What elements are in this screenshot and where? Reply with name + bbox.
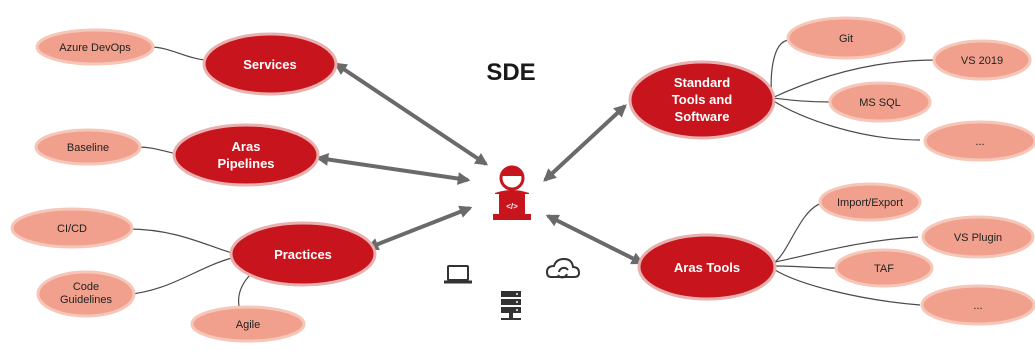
- arrow-pipelines-center: [315, 153, 471, 185]
- bidirectional-arrows: [315, 62, 645, 265]
- connector-cicd-practices: [127, 228, 233, 254]
- connector-lines: [121, 39, 936, 323]
- leaf-agile: Agile: [190, 305, 306, 343]
- hub-label: Services: [243, 57, 297, 72]
- laptop-icon: [444, 265, 472, 284]
- svg-text:</>: </>: [506, 202, 518, 211]
- hub-services: Services: [202, 32, 338, 96]
- connector-taf-arastools: [774, 265, 837, 269]
- hub-label: Practices: [274, 247, 332, 262]
- leaf-taf: TAF: [834, 248, 934, 288]
- arrow-center-arastools: [545, 214, 645, 265]
- leaf-azure-devops: Azure DevOps: [35, 28, 155, 66]
- arrow-services-center: [333, 62, 489, 166]
- leaf-label: VS Plugin: [954, 232, 1002, 244]
- leaf-label: MS SQL: [859, 97, 901, 109]
- hub-label-line: Standard: [674, 75, 730, 90]
- leaf-label: Baseline: [67, 142, 109, 154]
- server-icon: [501, 291, 521, 320]
- connector-git-tools: [770, 39, 791, 99]
- leaf-label: VS 2019: [961, 55, 1003, 67]
- developer-person-icon: </>: [493, 165, 531, 220]
- connector-import-arastools: [774, 202, 823, 263]
- leaf-label: TAF: [874, 263, 894, 275]
- cloud-sync-icon: [545, 257, 581, 279]
- diagram-title: SDE: [486, 59, 535, 86]
- leaf-ci-cd: CI/CD: [10, 207, 134, 249]
- connector-arastools-more: [774, 269, 921, 306]
- connector-baseline-pipelines: [137, 146, 179, 155]
- leaf-ms-sql: MS SQL: [828, 81, 932, 123]
- leaf-label-line: Code: [73, 281, 99, 293]
- connector-tools-more: [771, 99, 921, 141]
- connector-vs2019-tools: [771, 59, 936, 99]
- leaf-nodes: Azure DevOps Baseline CI/CD Code Guideli…: [10, 16, 1035, 343]
- leaf-baseline: Baseline: [34, 128, 142, 166]
- arrow-center-standardtools: [543, 104, 627, 182]
- leaf-label: Agile: [236, 319, 260, 331]
- leaf-aras-tools-more: ...: [920, 284, 1035, 326]
- hub-label-line: Tools and: [672, 92, 732, 107]
- leaf-tools-more: ...: [923, 120, 1035, 162]
- leaf-code-guidelines: Code Guidelines: [36, 270, 136, 318]
- leaf-vs-plugin: VS Plugin: [921, 215, 1035, 259]
- leaf-label-line: Guidelines: [60, 294, 112, 306]
- hub-nodes: Services Aras Pipelines Practices Standa…: [172, 32, 777, 301]
- leaf-label: Import/Export: [837, 197, 903, 209]
- connector-vsplugin-arastools: [774, 236, 919, 263]
- hub-label: Aras Tools: [674, 260, 740, 275]
- leaf-label: CI/CD: [57, 223, 87, 235]
- connector-azure-services: [149, 46, 206, 61]
- leaf-vs-2019: VS 2019: [932, 39, 1032, 81]
- hub-standard-tools: Standard Tools and Software: [628, 60, 776, 140]
- leaf-label: Git: [839, 33, 853, 45]
- hub-label-line: Aras: [232, 139, 261, 154]
- hub-practices: Practices: [229, 221, 377, 287]
- hub-label-line: Software: [675, 109, 730, 124]
- leaf-label: ...: [973, 300, 982, 312]
- hub-label-line: Pipelines: [217, 156, 274, 171]
- leaf-git: Git: [786, 16, 906, 60]
- hub-aras-pipelines: Aras Pipelines: [172, 123, 320, 187]
- arrow-practices-center: [365, 205, 473, 251]
- connector-mssql-tools: [771, 97, 831, 103]
- leaf-import-export: Import/Export: [818, 182, 922, 222]
- leaf-label: Azure DevOps: [59, 42, 131, 54]
- leaf-label: ...: [975, 136, 984, 148]
- connector-guidelines-practices: [121, 257, 233, 296]
- hub-aras-tools: Aras Tools: [637, 233, 777, 301]
